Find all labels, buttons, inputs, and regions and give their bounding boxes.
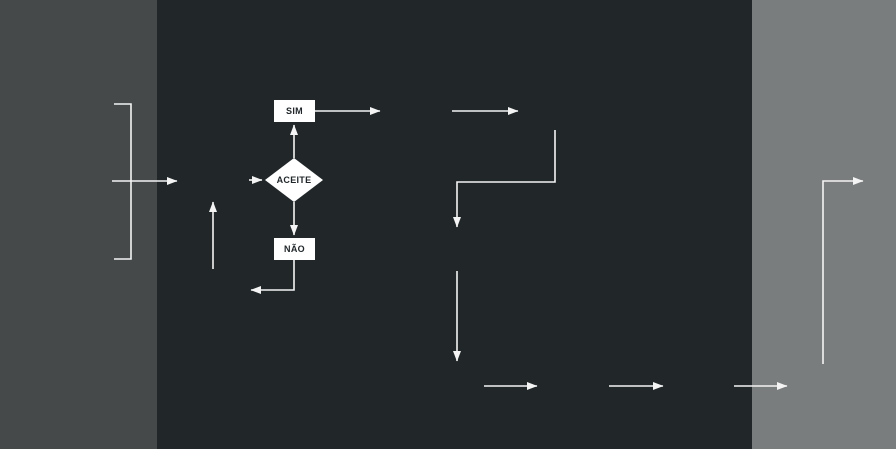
connector-arrow-nao-out-left bbox=[250, 260, 295, 294]
node-nao-label: NÃO bbox=[284, 243, 305, 254]
node-aceite-label: ACEITE bbox=[276, 174, 312, 185]
connector-elbow-step-down bbox=[453, 130, 556, 228]
panel-right bbox=[752, 0, 896, 449]
node-nao: NÃO bbox=[274, 238, 315, 260]
node-sim: SIM bbox=[274, 100, 315, 122]
node-sim-label: SIM bbox=[286, 105, 303, 116]
connector-arrow-right-up-out bbox=[822, 177, 864, 364]
